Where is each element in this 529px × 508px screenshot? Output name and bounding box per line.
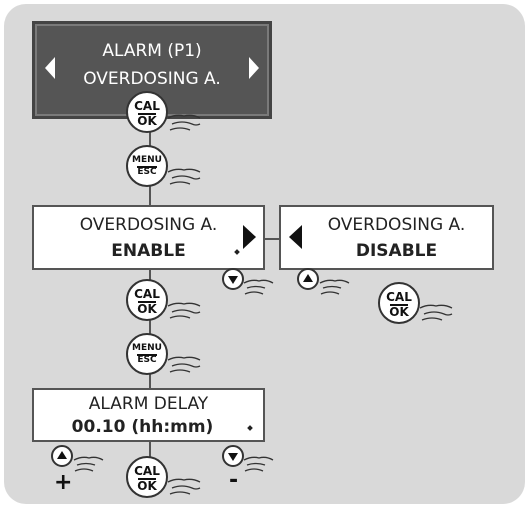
menu-label: MENU [132,343,162,353]
up-arrow-icon [57,451,67,459]
alarm-screen-subtitle: OVERDOSING A. [83,69,221,89]
down-arrow-button[interactable] [222,445,244,467]
cal-label: CAL [134,99,160,113]
ok-label: OK [389,305,409,319]
minus-sign: - [229,468,239,493]
divider [138,301,156,303]
ok-label: OK [137,302,157,316]
alarm-delay-value: 00.10 (hh:mm) [71,417,214,437]
down-arrow-icon [228,276,238,284]
connector-line [265,238,279,240]
cal-ok-button[interactable]: CAL OK [126,91,168,133]
alarm-delay-title: ALARM DELAY [88,394,209,414]
alarm-delay-screen: ALARM DELAY 00.10 (hh:mm) [32,388,265,442]
up-arrow-icon [303,274,313,282]
ok-label: OK [137,114,157,128]
disable-screen-value: DISABLE [355,241,438,261]
alarm-screen-title: ALARM (P1) [102,41,202,61]
pressing-hand-icon [243,456,274,472]
pressing-hand-icon [243,279,274,295]
esc-label: ESC [137,355,157,365]
plus-sign: + [54,470,73,495]
right-arrow-icon [243,225,256,249]
esc-label: ESC [137,167,157,177]
pressing-hand-icon [167,114,201,131]
pressing-hand-icon [419,304,453,321]
enable-screen-value: ENABLE [111,241,186,261]
cal-label: CAL [386,290,412,304]
disable-screen: OVERDOSING A. DISABLE [279,205,494,270]
pressing-hand-icon [73,456,104,472]
pressing-hand-icon [167,168,201,185]
pressing-hand-icon [167,356,201,373]
menu-esc-button[interactable]: MENU ESC [126,333,168,375]
connector-line [149,440,151,460]
cal-ok-button[interactable]: CAL OK [126,279,168,321]
right-arrow-icon [249,57,259,79]
up-arrow-button[interactable] [51,445,73,467]
left-arrow-icon [45,57,55,79]
pressing-hand-icon [167,478,201,495]
connector-line [149,270,151,390]
up-arrow-button[interactable] [297,268,319,290]
menu-esc-button[interactable]: MENU ESC [126,145,168,187]
menu-label: MENU [132,155,162,165]
divider [138,478,156,480]
divider [137,166,157,168]
cal-label: CAL [134,287,160,301]
disable-screen-title: OVERDOSING A. [327,215,466,235]
cal-ok-button[interactable]: CAL OK [126,456,168,498]
cal-ok-button[interactable]: CAL OK [378,282,420,324]
enable-screen-title: OVERDOSING A. [79,215,218,235]
down-arrow-button[interactable] [222,268,244,290]
left-arrow-icon [289,225,302,249]
ok-label: OK [137,479,157,493]
pressing-hand-icon [319,279,350,295]
divider [390,304,408,306]
enable-screen: OVERDOSING A. ENABLE [32,205,265,270]
pressing-hand-icon [167,302,201,319]
divider [138,113,156,115]
divider [137,354,157,356]
cal-label: CAL [134,464,160,478]
down-arrow-icon [228,453,238,461]
